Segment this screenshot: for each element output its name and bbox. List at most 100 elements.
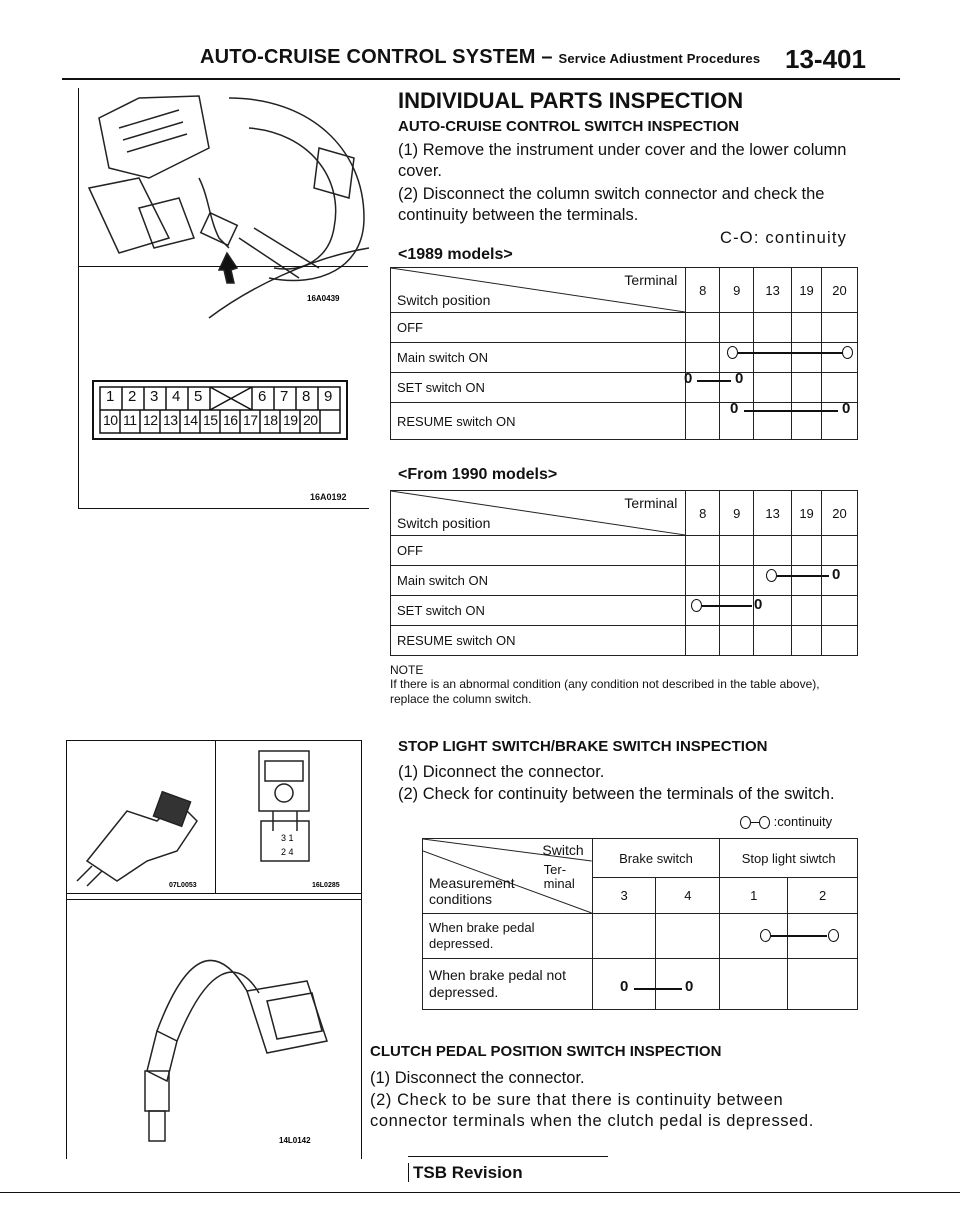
- row-label: RESUME switch ON: [389, 402, 687, 440]
- terminal-header: 4: [655, 877, 721, 914]
- pin: 1: [106, 388, 115, 405]
- section-title: INDIVIDUAL PARTS INSPECTION: [398, 88, 744, 113]
- pin: 8: [302, 388, 311, 405]
- figure-divider: [67, 893, 361, 894]
- column-switch-figure: 16A0439: [78, 88, 370, 509]
- terminal-header: 8: [685, 490, 721, 536]
- row-label: OFF: [389, 312, 687, 343]
- header-brake-switch: Brake switch: [591, 837, 721, 879]
- clutch-step-1: (1) Disconnect the connector.: [370, 1069, 585, 1087]
- pin: 3: [150, 388, 159, 405]
- terminal-header: 20: [821, 267, 858, 313]
- table2-caption: <From 1990 models>: [398, 466, 558, 483]
- header-rule: [62, 78, 900, 80]
- pin: 9: [324, 388, 333, 405]
- header-measurement: Measurement conditions: [429, 875, 515, 907]
- pin: 19: [283, 412, 298, 428]
- terminal-header: 13: [753, 267, 793, 313]
- terminal-header: 9: [719, 267, 755, 313]
- acc-step-2: (2) Disconnect the column switch connect…: [398, 185, 825, 224]
- header-switch-position: Switch position: [397, 515, 491, 531]
- terminal-header: 19: [791, 490, 823, 536]
- continuity-mark: 0: [735, 370, 744, 387]
- continuity-mark: [691, 599, 702, 612]
- tsb-label: TSB Revision: [408, 1163, 523, 1182]
- row-label: RESUME switch ON: [389, 625, 687, 656]
- continuity-mark: 0: [685, 978, 694, 995]
- footer-rule: [0, 1192, 960, 1193]
- pin: 16: [223, 412, 238, 428]
- acc-table-1989: Terminal Switch position 8 9 13 19 20 OF…: [389, 267, 858, 440]
- pin: 20: [303, 412, 318, 428]
- header-subtitle: Service Adiustment Procedures: [558, 51, 761, 66]
- meter-terminal: 3 1: [281, 833, 294, 843]
- row-label: Main switch ON: [389, 342, 687, 373]
- stop-legend: :continuity: [740, 814, 833, 830]
- meter-fig-right-code: 16L0285: [312, 882, 340, 889]
- terminal-header: 9: [719, 490, 755, 536]
- connector-top-row: 1 2 3 4 5 6 7 8 9: [94, 388, 346, 410]
- terminal-header: 2: [787, 877, 858, 914]
- pin: 5: [194, 388, 203, 405]
- continuity-mark: [842, 346, 853, 359]
- row-label: SET switch ON: [389, 372, 687, 403]
- clutch-title: CLUTCH PEDAL POSITION SWITCH INSPECTION: [370, 1043, 722, 1060]
- pin: 10: [103, 412, 118, 428]
- page-header: AUTO-CRUISE CONTROL SYSTEM – Service Adi…: [200, 46, 760, 69]
- legend-text: :continuity: [773, 814, 833, 829]
- top-fig-code: 16A0439: [307, 294, 340, 303]
- stop-step-1: (1) Diconnect the connector.: [398, 763, 605, 781]
- acc-title: AUTO-CRUISE CONTROL SWITCH INSPECTION: [398, 118, 740, 135]
- continuity-mark: 0: [842, 400, 851, 417]
- row-label: When brake pedal not depressed.: [422, 958, 593, 1010]
- terminal-header: 3: [591, 877, 657, 914]
- pin: 4: [172, 388, 181, 405]
- note-text: If there is an abnormal condition (any c…: [390, 677, 820, 706]
- table1-caption: <1989 models>: [398, 246, 513, 263]
- continuity-line: [702, 605, 752, 607]
- continuity-mark: [766, 569, 777, 582]
- figure-divider: [67, 899, 361, 900]
- table-corner-header: Terminal Switch position: [389, 490, 687, 536]
- row-label: When brake pedal depressed.: [422, 913, 593, 959]
- stop-brake-table: Switch Ter- minal Measurement conditions…: [422, 837, 858, 1010]
- continuity-mark: [727, 346, 738, 359]
- continuity-mark: [828, 929, 839, 942]
- clutch-step-2: (2) Check to be sure that there is conti…: [370, 1091, 814, 1130]
- legend-circle: [759, 816, 770, 830]
- stop-title: STOP LIGHT SWITCH/BRAKE SWITCH INSPECTIO…: [398, 738, 768, 755]
- pin: 11: [123, 412, 137, 428]
- header-dash: –: [541, 46, 553, 68]
- acc-legend: C-O: continuity: [720, 229, 848, 247]
- connector-bottom-row: 10 11 12 13 14 15 16 17 18 19 20: [94, 412, 346, 434]
- steering-column-illustration: 16A0439: [87, 95, 370, 319]
- row-label: Main switch ON: [389, 565, 687, 596]
- page-number: 13-401: [785, 44, 866, 74]
- figure-divider: [78, 266, 368, 267]
- continuity-mark: 0: [730, 400, 739, 417]
- connector-fig-code: 16A0192: [310, 492, 347, 502]
- bottom-fig-code: 14L0142: [279, 1136, 311, 1145]
- continuity-mark: [760, 929, 771, 942]
- connector-diagram: 1 2 3 4 5 6 7 8 9 10 11 12 13 14 15 16 1…: [92, 380, 348, 440]
- terminal-header: 8: [685, 267, 721, 313]
- continuity-line: [634, 988, 682, 990]
- terminal-header: 20: [821, 490, 858, 536]
- meter-fig-left-code: 07L0053: [169, 882, 197, 889]
- stop-switch-figure: 07L0053 16L0285 3 1 2 4 14L0142: [66, 740, 362, 1159]
- legend-line: [751, 822, 759, 824]
- continuity-mark: 0: [832, 566, 841, 583]
- tsb-revision: TSB Revision: [408, 1156, 608, 1183]
- acc-step-1: (1) Remove the instrument under cover an…: [398, 141, 847, 180]
- continuity-line: [777, 575, 829, 577]
- continuity-line: [697, 380, 731, 382]
- pin: 15: [203, 412, 218, 428]
- continuity-line: [771, 935, 827, 937]
- table-corner-header: Switch Ter- minal Measurement conditions: [422, 838, 593, 914]
- header-title: AUTO-CRUISE CONTROL SYSTEM: [200, 46, 536, 68]
- figure-divider: [215, 741, 216, 893]
- row-label: OFF: [389, 535, 687, 566]
- continuity-mark: 0: [620, 978, 629, 995]
- table-corner-header: Terminal Switch position: [389, 267, 687, 313]
- meter-terminal: 2 4: [281, 847, 294, 857]
